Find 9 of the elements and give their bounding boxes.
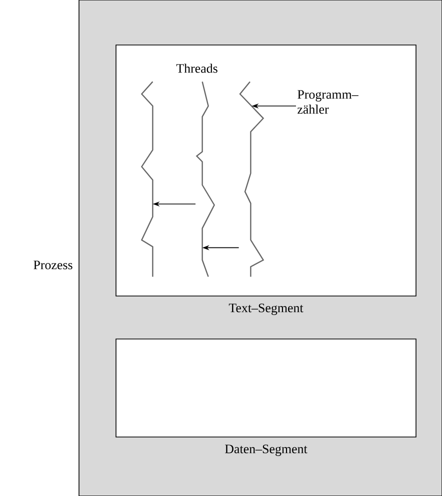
thread-line — [239, 81, 264, 277]
heading-label: Threads — [176, 64, 218, 73]
node-label: Daten–Segment — [225, 444, 308, 456]
thread-line — [140, 81, 154, 277]
node-label: Text–Segment — [228, 304, 304, 315]
node-label: Prozess — [34, 260, 72, 270]
thread-line — [196, 82, 215, 277]
segment-box: Daten–Segment — [116, 338, 416, 456]
pointer-label: Programm– zähler — [298, 90, 358, 114]
